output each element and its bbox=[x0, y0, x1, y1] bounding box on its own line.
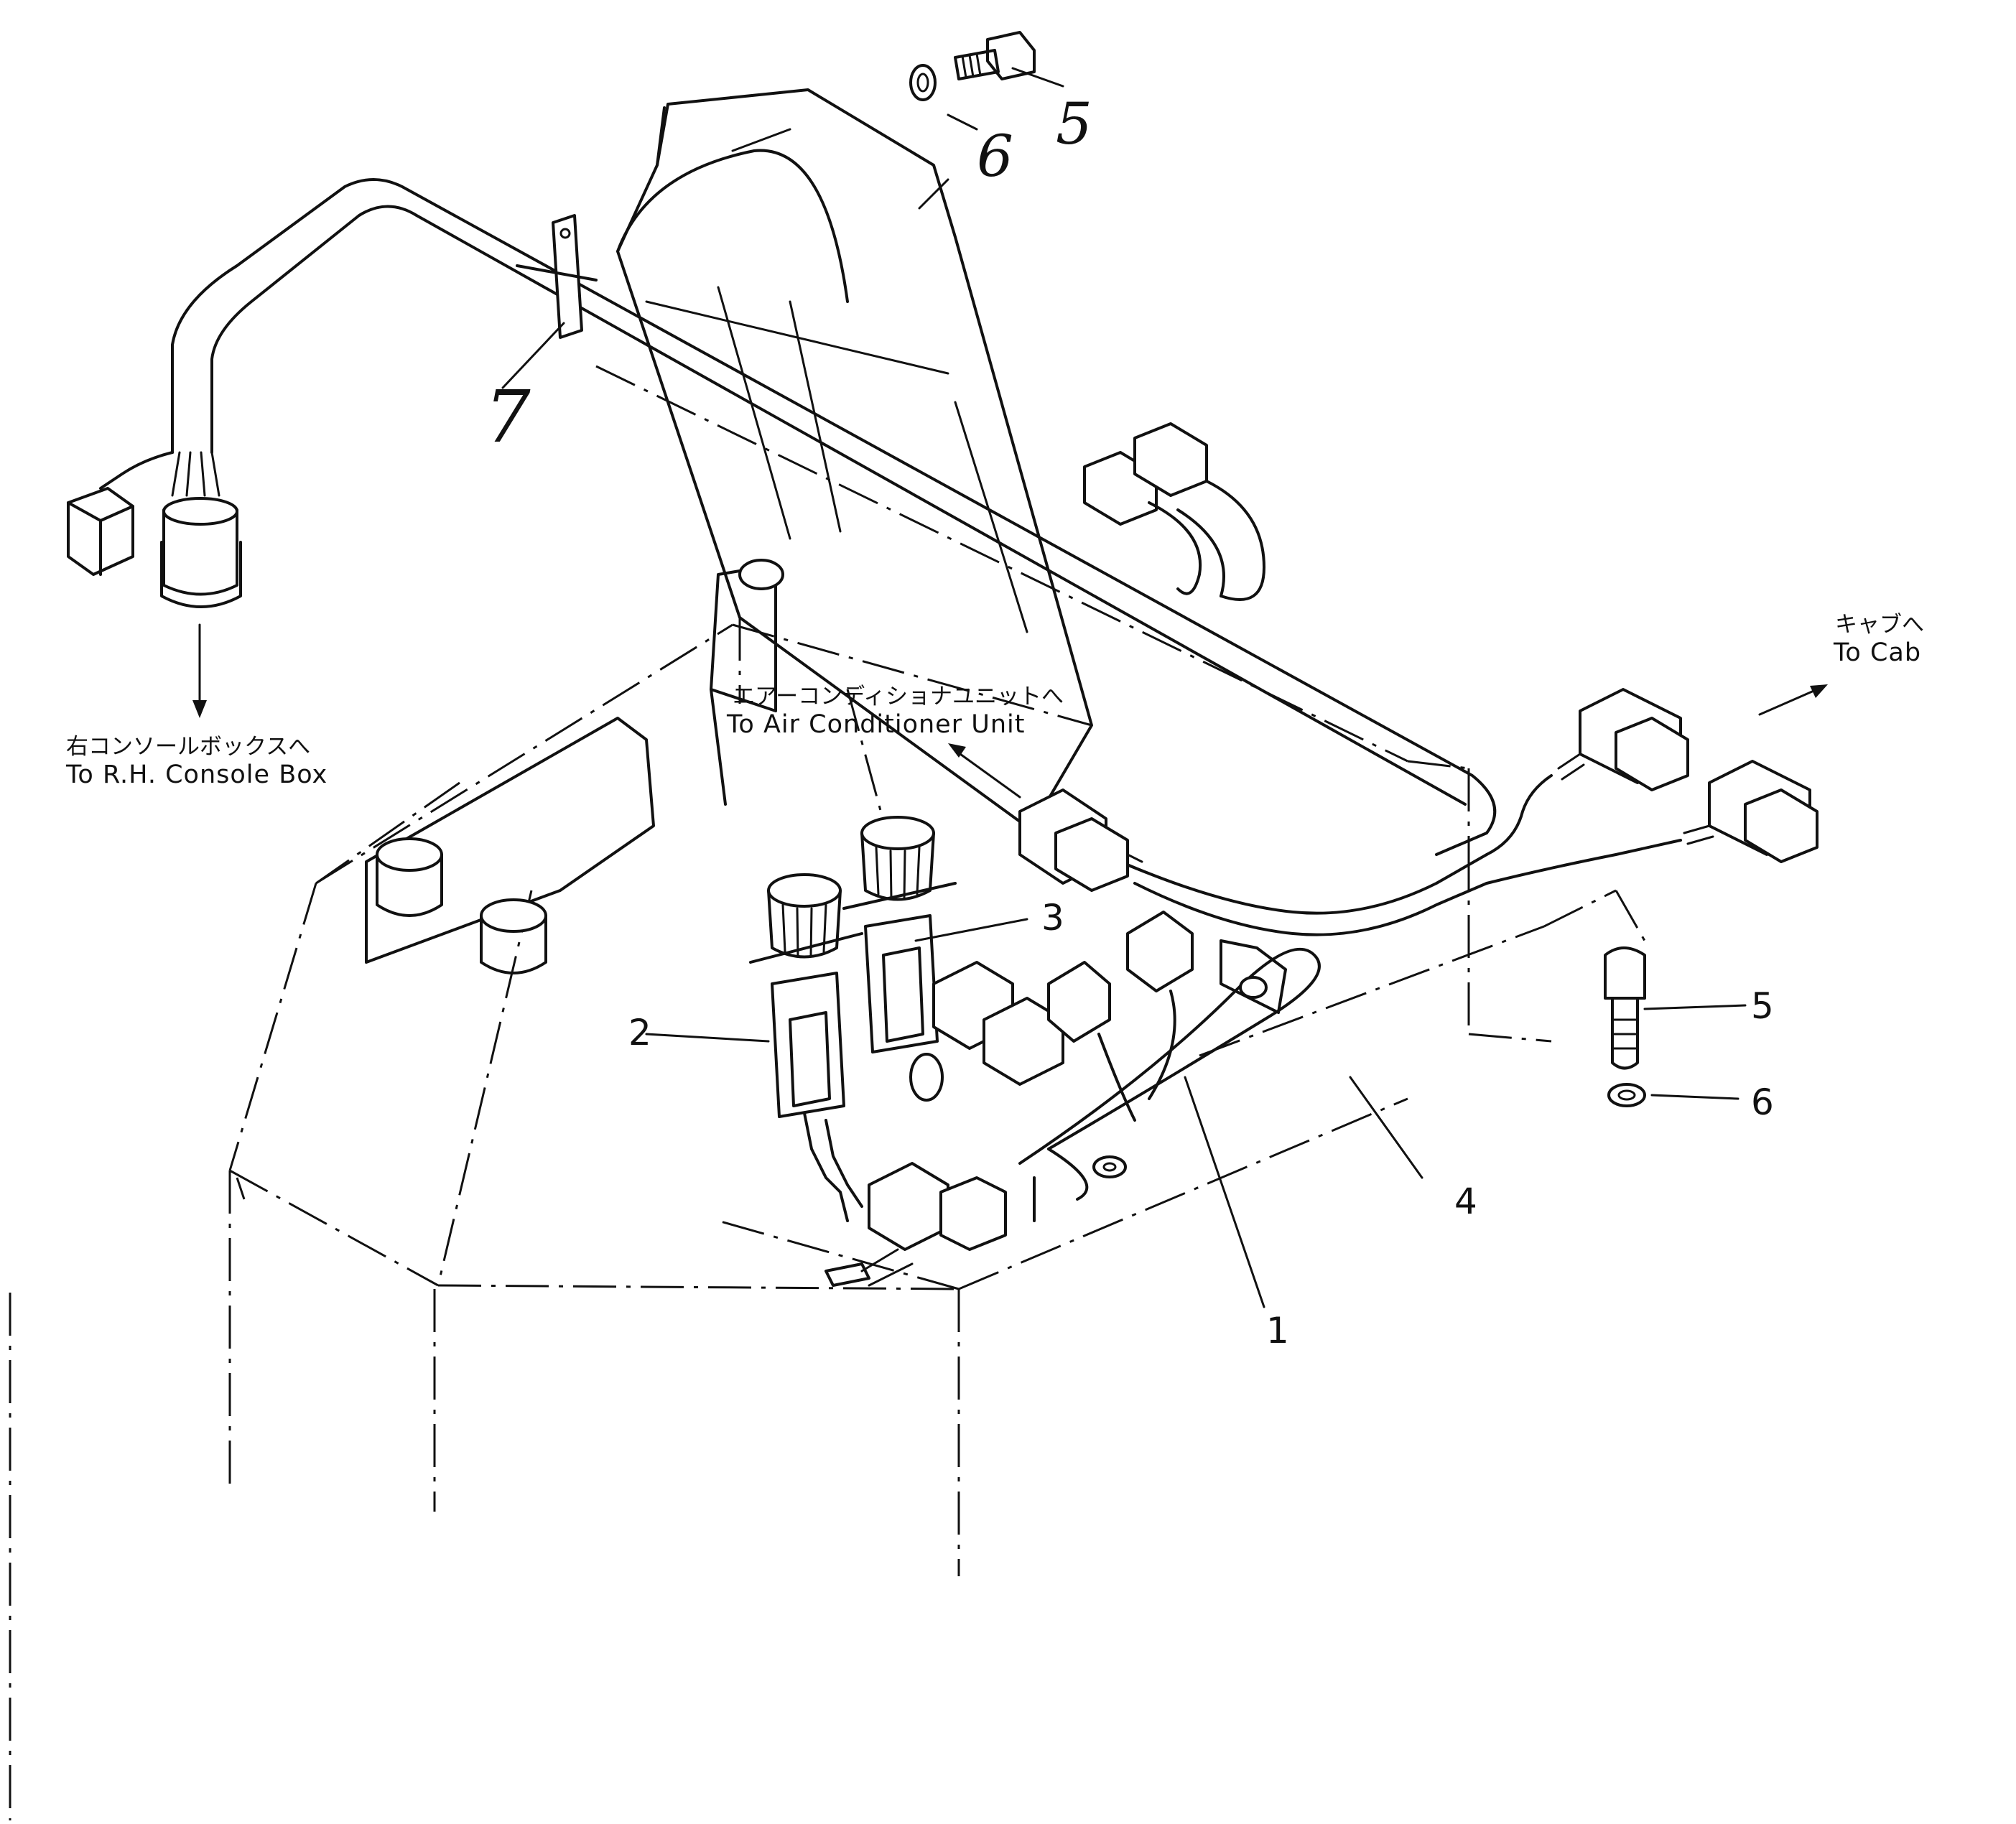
switch-3 bbox=[842, 816, 957, 1102]
callout-5-top: 5 bbox=[1056, 90, 1092, 157]
cup-holder-pair bbox=[365, 717, 655, 974]
aircon-connector bbox=[1018, 788, 1147, 892]
armrest-bracket bbox=[710, 559, 784, 806]
rh-console-connectors bbox=[67, 451, 242, 608]
bracket bbox=[1220, 939, 1287, 1014]
cab-caption-en: To Cab bbox=[1833, 638, 1921, 667]
console-caption-jp: 右コンソールボックスへ bbox=[66, 734, 310, 760]
callout-5-right: 5 bbox=[1751, 985, 1774, 1027]
bolt-top bbox=[954, 31, 1036, 80]
callout-7: 7 bbox=[485, 375, 531, 459]
leader-lines bbox=[192, 67, 1828, 1308]
callout-6-top: 6 bbox=[977, 123, 1013, 190]
base-relays bbox=[824, 911, 1194, 1287]
callout-1: 1 bbox=[1266, 1310, 1289, 1351]
seat-connectors bbox=[1083, 422, 1265, 601]
washer-right bbox=[1607, 1083, 1646, 1107]
cab-caption-jp: キャブへ bbox=[1835, 612, 1924, 638]
bolt-right bbox=[1604, 946, 1646, 1070]
aircon-caption-en: To Air Conditioner Unit bbox=[726, 710, 1025, 739]
callout-3: 3 bbox=[1041, 897, 1064, 939]
clip bbox=[516, 214, 598, 339]
console-caption-en: To R.H. Console Box bbox=[65, 760, 328, 789]
cab-connectors bbox=[1557, 688, 1818, 863]
harness-main bbox=[171, 178, 1682, 1222]
callout-2: 2 bbox=[628, 1012, 651, 1053]
seat-back-outline bbox=[616, 88, 1093, 831]
callout-4: 4 bbox=[1454, 1181, 1477, 1222]
callout-6-right: 6 bbox=[1751, 1081, 1774, 1123]
switch-2 bbox=[749, 873, 863, 1222]
aircon-caption-jp: エアーコンディショナユニットへ bbox=[733, 684, 1064, 709]
washer-top bbox=[909, 64, 937, 101]
